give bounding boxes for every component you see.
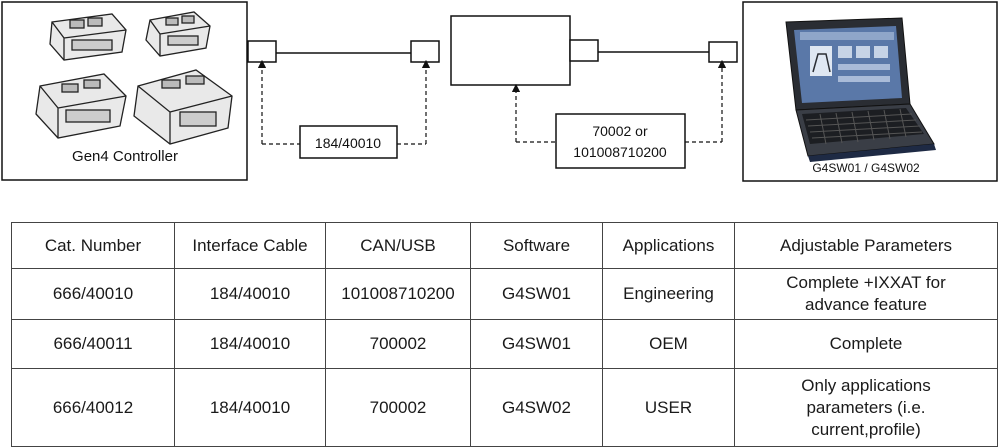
cell-can-usb: 101008710200 <box>325 268 471 320</box>
controller-modules-illustration <box>35 11 233 145</box>
param-line: parameters (i.e. <box>806 397 926 417</box>
adapter-pointer-right <box>685 64 722 143</box>
laptop-connector <box>708 41 738 63</box>
cell-applications: OEM <box>602 319 735 369</box>
cable-pointer-left <box>262 64 300 145</box>
cell-software: G4SW01 <box>470 319 603 369</box>
param-line: Complete <box>829 334 903 353</box>
cell-adjustable-parameters: Complete +IXXAT for advance feature <box>734 268 998 320</box>
cable-label-box: 184/40010 <box>299 125 398 159</box>
header-software: Software <box>470 222 603 269</box>
header-interface-cable: Interface Cable <box>174 222 326 269</box>
param-line: advance feature <box>805 295 927 314</box>
header-applications: Applications <box>602 222 735 269</box>
can-usb-adapter-box <box>450 15 571 86</box>
cell-interface-cable: 184/40010 <box>174 268 326 320</box>
header-cat-number: Cat. Number <box>11 222 175 269</box>
cell-adjustable-parameters: Only applications parameters (i.e. curre… <box>734 368 998 447</box>
param-line: current,profile) <box>811 419 921 439</box>
cell-software: G4SW01 <box>470 268 603 320</box>
cell-applications: Engineering <box>602 268 735 320</box>
table-row: 666/40012 184/40010 700002 G4SW02 USER O… <box>11 368 998 447</box>
table-row: 666/40011 184/40010 700002 G4SW01 OEM Co… <box>11 319 998 369</box>
adapter-pointer-left <box>516 88 556 143</box>
cell-interface-cable: 184/40010 <box>174 368 326 447</box>
cell-can-usb: 700002 <box>325 368 471 447</box>
adapter-label-line1: 70002 or <box>592 123 648 139</box>
adapter-label-line2: 101008710200 <box>573 144 667 160</box>
cell-cat-number: 666/40012 <box>11 368 175 447</box>
adapter-connector <box>569 39 599 62</box>
specification-table: Cat. Number Interface Cable CAN/USB Soft… <box>11 222 998 447</box>
cell-cat-number: 666/40011 <box>11 319 175 369</box>
cable-label: 184/40010 <box>315 135 381 151</box>
cell-cat-number: 666/40010 <box>11 268 175 320</box>
cable-pointer-right <box>397 64 426 145</box>
cable-connector <box>410 40 440 63</box>
cell-adjustable-parameters: Complete <box>734 319 998 369</box>
table-row: 666/40010 184/40010 101008710200 G4SW01 … <box>11 268 998 320</box>
laptop-box: G4SW01 / G4SW02 <box>742 1 998 182</box>
cell-can-usb: 700002 <box>325 319 471 369</box>
adapter-label-box: 70002 or 101008710200 <box>555 113 686 169</box>
connection-diagram: Gen4 Controller 184/40010 70002 or 10100… <box>1 1 998 182</box>
header-can-usb: CAN/USB <box>325 222 471 269</box>
controller-connector <box>247 40 277 63</box>
param-line: Only applications <box>801 375 931 395</box>
laptop-label: G4SW01 / G4SW02 <box>812 161 920 175</box>
table-header-row: Cat. Number Interface Cable CAN/USB Soft… <box>11 222 998 269</box>
param-line: Complete +IXXAT for <box>786 273 946 292</box>
controller-label: Gen4 Controller <box>72 148 178 165</box>
cell-applications: USER <box>602 368 735 447</box>
laptop-icon <box>785 17 936 162</box>
header-adjustable-parameters: Adjustable Parameters <box>734 222 998 269</box>
cell-software: G4SW02 <box>470 368 603 447</box>
cell-interface-cable: 184/40010 <box>174 319 326 369</box>
controller-box: Gen4 Controller <box>1 1 248 181</box>
